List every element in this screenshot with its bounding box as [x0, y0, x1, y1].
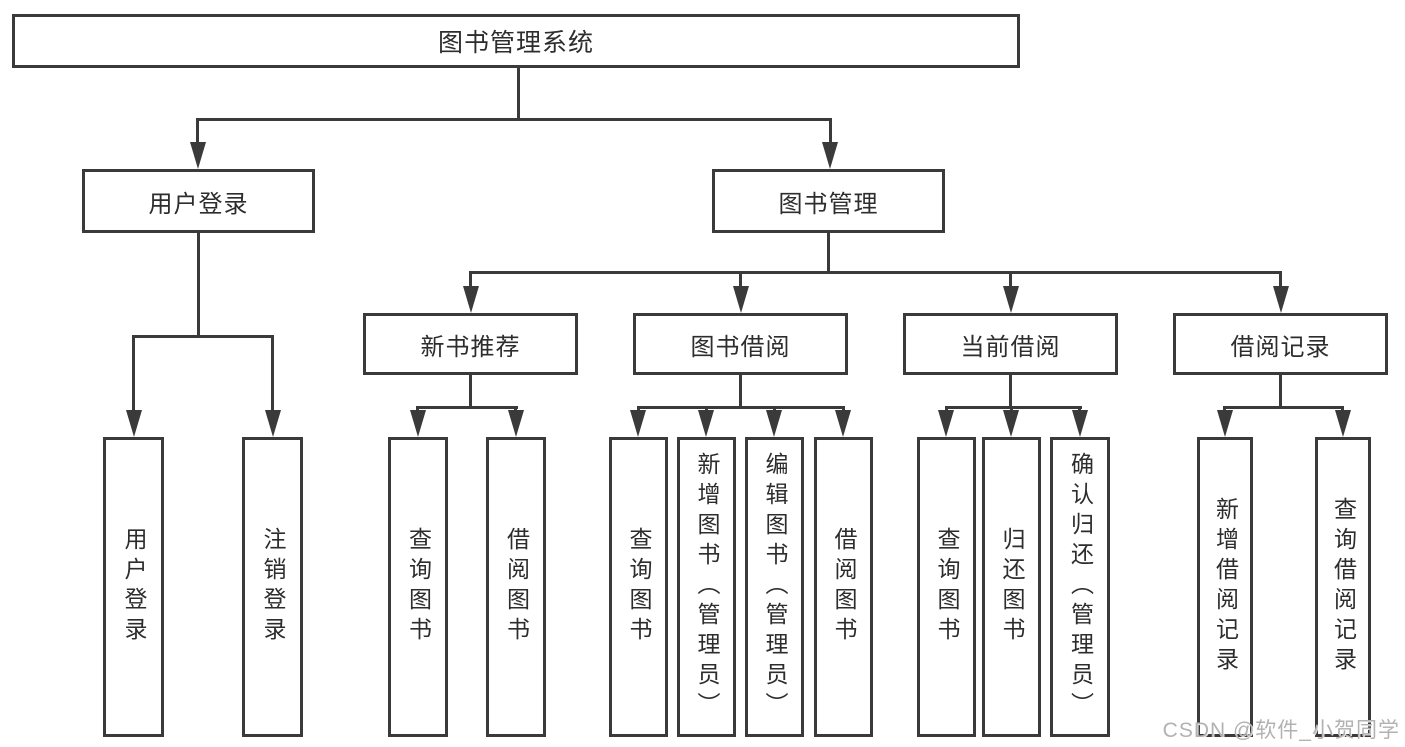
- connector-line: [1009, 375, 1012, 408]
- node-borrow-record: 借阅记录: [1173, 313, 1388, 375]
- connector-line: [132, 335, 135, 413]
- leaf-borrow-books-1: 借阅图书: [486, 437, 546, 737]
- leaf-return-book-label: 归还图书: [999, 527, 1025, 647]
- arrowhead-down: [1072, 410, 1088, 437]
- leaf-query-books-3-label: 查询图书: [934, 527, 960, 647]
- leaf-query-books-3: 查询图书: [917, 437, 976, 737]
- node-user-login-label: 用户登录: [148, 190, 249, 218]
- leaf-confirm-return-admin: 确认归还（管理员）: [1050, 437, 1110, 737]
- arrowhead-down: [410, 410, 426, 437]
- node-user-login: 用户登录: [82, 169, 315, 233]
- connector-line: [739, 375, 742, 408]
- leaf-return-book: 归还图书: [982, 437, 1041, 737]
- node-current-borrow: 当前借阅: [903, 313, 1118, 375]
- connector-line: [469, 271, 472, 289]
- arrowhead-down: [698, 410, 714, 437]
- connector-line: [827, 233, 830, 273]
- node-root: 图书管理系统: [12, 14, 1020, 68]
- arrowhead-down: [265, 410, 281, 437]
- node-book-mgmt-label: 图书管理: [778, 190, 879, 218]
- leaf-add-book-admin: 新增图书（管理员）: [677, 437, 736, 737]
- leaf-user-login: 用户登录: [103, 437, 164, 737]
- connector-line: [739, 271, 742, 289]
- leaf-add-book-admin-label: 新增图书（管理员）: [694, 452, 720, 722]
- arrowhead-down: [508, 410, 524, 437]
- connector-line: [1279, 375, 1282, 408]
- leaf-query-books-1: 查询图书: [388, 437, 448, 737]
- node-root-label: 图书管理系统: [437, 29, 594, 57]
- arrowhead-down: [822, 142, 838, 169]
- node-current-borrow-label: 当前借阅: [960, 333, 1061, 361]
- arrowhead-down: [463, 286, 479, 313]
- leaf-add-borrow-record: 新增借阅记录: [1197, 437, 1253, 737]
- leaf-confirm-return-admin-label: 确认归还（管理员）: [1067, 452, 1094, 722]
- csdn-watermark: CSDN @软件_小贺同学: [1162, 719, 1400, 742]
- leaf-borrow-books-1-label: 借阅图书: [503, 527, 530, 647]
- connector-line: [469, 271, 1282, 274]
- leaf-borrow-books-2: 借阅图书: [814, 437, 873, 737]
- arrowhead-down: [190, 142, 206, 169]
- node-new-book-rec: 新书推荐: [363, 313, 578, 375]
- connector-line: [945, 406, 1082, 409]
- leaf-edit-book-admin-label: 编辑图书（管理员）: [762, 452, 788, 722]
- arrowhead-down: [733, 286, 749, 313]
- arrowhead-down: [1217, 410, 1233, 437]
- connector-line: [196, 118, 199, 146]
- leaf-query-books-2-label: 查询图书: [626, 527, 652, 647]
- connector-line: [637, 406, 845, 409]
- arrowhead-down: [1003, 410, 1019, 437]
- connector-line: [271, 335, 274, 413]
- arrowhead-down: [126, 410, 142, 437]
- arrowhead-down: [938, 410, 954, 437]
- leaf-borrow-books-2-label: 借阅图书: [831, 527, 857, 647]
- arrowhead-down: [766, 410, 782, 437]
- connector-line: [469, 375, 472, 408]
- leaf-logout: 注销登录: [242, 437, 303, 737]
- connector-line: [517, 68, 520, 120]
- arrowhead-down: [1273, 286, 1289, 313]
- leaf-query-books-2: 查询图书: [609, 437, 668, 737]
- leaf-query-borrow-record-label: 查询借阅记录: [1330, 497, 1357, 677]
- leaf-user-login-label: 用户登录: [121, 527, 147, 647]
- connector-line: [132, 335, 274, 338]
- node-book-borrow: 图书借阅: [633, 313, 848, 375]
- connector-line: [1223, 406, 1344, 409]
- arrowhead-down: [1335, 410, 1351, 437]
- connector-line: [416, 406, 518, 409]
- node-borrow-record-label: 借阅记录: [1230, 333, 1331, 361]
- node-new-book-rec-label: 新书推荐: [420, 333, 521, 361]
- arrowhead-down: [630, 410, 646, 437]
- connector-line: [1009, 271, 1012, 289]
- leaf-query-books-1-label: 查询图书: [405, 527, 432, 647]
- connector-line: [829, 118, 832, 146]
- connector-line: [1279, 271, 1282, 289]
- arrowhead-down: [835, 410, 851, 437]
- arrowhead-down: [1003, 286, 1019, 313]
- connector-line: [197, 233, 200, 337]
- leaf-add-borrow-record-label: 新增借阅记录: [1212, 497, 1239, 677]
- connector-line: [196, 118, 832, 121]
- leaf-edit-book-admin: 编辑图书（管理员）: [745, 437, 804, 737]
- node-book-mgmt: 图书管理: [712, 169, 945, 233]
- node-book-borrow-label: 图书借阅: [690, 333, 791, 361]
- leaf-logout-label: 注销登录: [260, 527, 286, 647]
- leaf-query-borrow-record: 查询借阅记录: [1315, 437, 1371, 737]
